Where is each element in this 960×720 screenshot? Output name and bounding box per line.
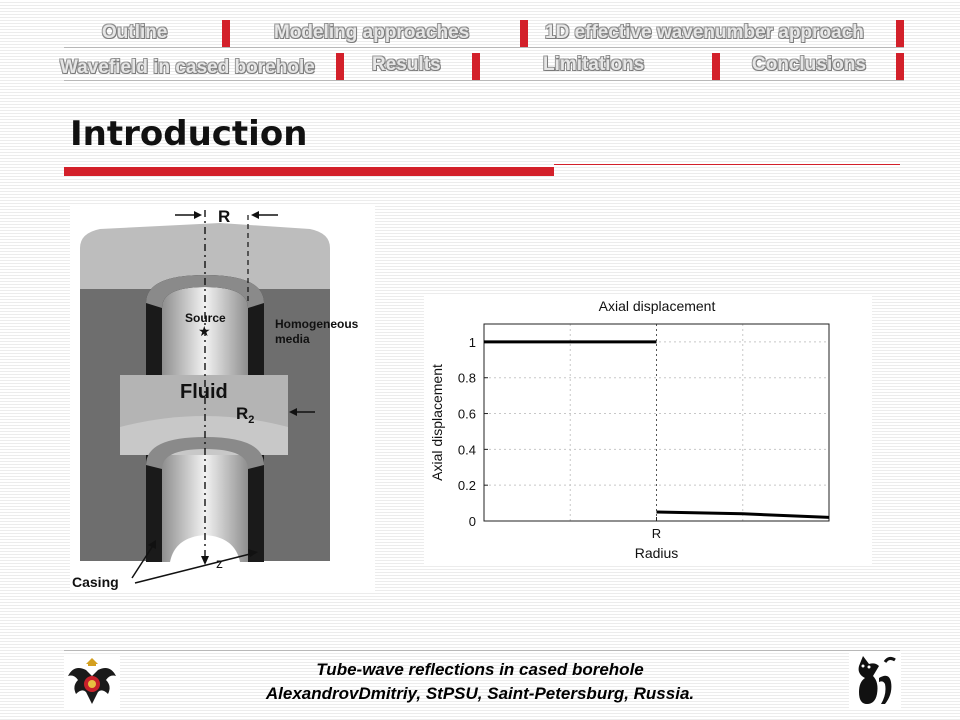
footer-divider (64, 650, 900, 651)
chart-series-line (656, 510, 830, 519)
nav-separator (336, 53, 344, 80)
nav-divider (64, 47, 904, 48)
nav-separator (222, 20, 230, 47)
borehole-diagram: R Source ★ Fluid R2 Homogeneous media z … (70, 205, 375, 592)
source-label: Source (185, 311, 226, 325)
footer-author: AlexandrovDmitriy, StPSU, Saint-Petersbu… (265, 684, 695, 703)
y-tick-label: 0.6 (458, 407, 476, 422)
casing-label: Casing (72, 574, 119, 590)
cat-logo-icon (849, 652, 901, 708)
nav-divider (64, 80, 904, 81)
page-title: Introduction (70, 114, 308, 154)
nav-separator (896, 53, 904, 80)
chart-title: Axial displacement (599, 298, 716, 314)
footer-title: Tube-wave reflections in cased borehole (316, 660, 644, 679)
y-axis-label: Axial displacement (429, 364, 445, 481)
y-tick-label: 0.4 (458, 442, 476, 457)
nav-separator (472, 53, 480, 80)
nav-outline[interactable]: Outline (102, 22, 168, 43)
axial-displacement-chart: Axial displacement 0 0.2 0.4 0.6 0.8 1 R Radi… (424, 294, 872, 566)
x-axis-label: Radius (635, 545, 679, 561)
nav-1d-effective-wavenumber[interactable]: 1D effective wavenumber approach (545, 22, 864, 43)
nav-limitations[interactable]: Limitations (543, 54, 645, 75)
fluid-label: Fluid (180, 381, 228, 403)
nav-separator (520, 20, 528, 47)
title-underline-thin (554, 164, 900, 165)
y-tick-label: 0.2 (458, 478, 476, 493)
source-star-icon: ★ (198, 323, 211, 339)
x-tick-label: R (652, 526, 661, 541)
coat-of-arms-icon (64, 656, 120, 710)
media-label: Homogeneous (275, 317, 359, 331)
y-tick-label: 0 (469, 514, 476, 529)
nav-wavefield[interactable]: Wavefield in cased borehole (60, 57, 315, 78)
y-tick-label: 0.8 (458, 371, 476, 386)
radius-label: R (218, 207, 230, 226)
nav-conclusions[interactable]: Conclusions (752, 54, 867, 75)
y-tick-label: 1 (469, 335, 476, 350)
r2-label: R2 (236, 404, 254, 426)
nav-separator (896, 20, 904, 47)
nav-results[interactable]: Results (372, 54, 441, 75)
title-underline (64, 167, 554, 176)
nav-separator (712, 53, 720, 80)
nav-modeling-approaches[interactable]: Modeling approaches (274, 22, 470, 43)
z-axis-label: z (216, 555, 223, 571)
media-label-2: media (275, 332, 310, 346)
